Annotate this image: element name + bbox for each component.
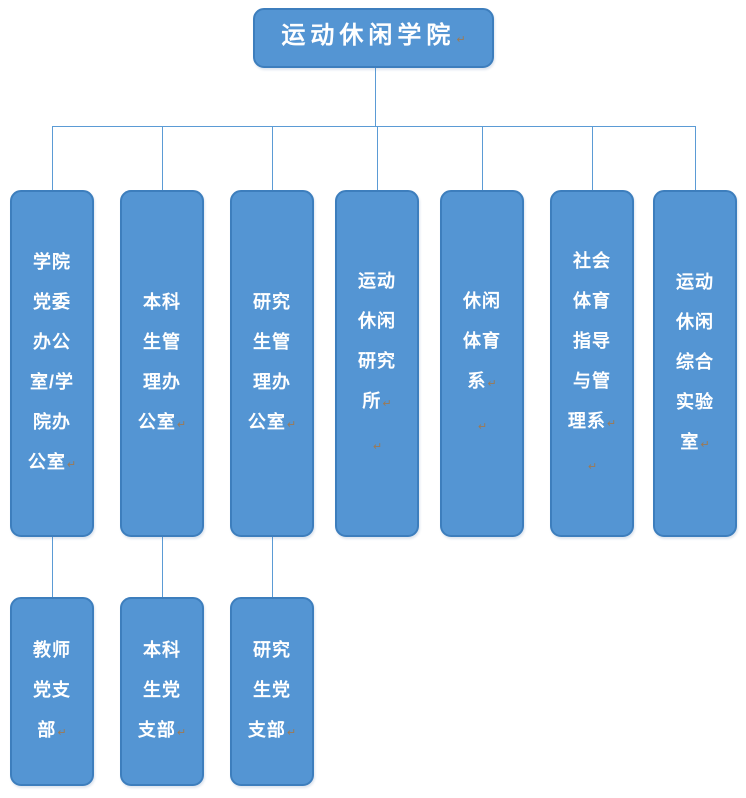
dept-box-2: 本科生管理办公室↵	[120, 190, 204, 537]
box-text-line: 公室↵	[247, 412, 297, 432]
paragraph-mark-icon: ↵	[286, 727, 297, 739]
drop-line-6	[592, 126, 593, 190]
box-text-line: 党支	[33, 680, 71, 700]
branch-line-3	[272, 537, 273, 597]
branch-box-1: 教师党支部↵	[10, 597, 94, 786]
paragraph-mark-icon: ↵	[57, 727, 67, 739]
box-text-line: 生党	[143, 680, 181, 700]
drop-line-3	[272, 126, 273, 190]
box-text-line: 公室↵	[137, 412, 187, 432]
branch-line-2	[162, 537, 163, 597]
paragraph-mark-icon: ↵	[286, 419, 297, 431]
box-text-line: 社会	[573, 250, 611, 271]
box-text-line: 生党	[253, 680, 291, 700]
branch-box-3: 研究生党支部↵	[230, 597, 314, 786]
box-text-line: ↵	[442, 404, 522, 447]
paragraph-mark-icon: ↵	[176, 727, 187, 739]
paragraph-mark-icon: ↵	[176, 419, 187, 431]
box-text-line: 院办	[33, 412, 71, 432]
box-text-line: 公室↵	[27, 452, 77, 472]
horizontal-rail-line	[52, 126, 695, 127]
paragraph-mark-icon: ↵	[456, 34, 466, 46]
dept-box-3: 研究生管理办公室↵	[230, 190, 314, 537]
box-text-line: 运动	[358, 270, 396, 291]
box-text-line: 综合	[676, 352, 714, 372]
box-text-line: 指导	[573, 330, 611, 351]
box-text-line: 体育	[463, 330, 501, 351]
box-text-line: 党委	[33, 292, 71, 312]
dept-box-1: 学院党委办公室/学院办公室↵	[10, 190, 94, 537]
box-text-line: 运动休闲学院↵	[281, 22, 466, 49]
box-text-line: 生管	[143, 332, 181, 352]
box-text-line: 部↵	[37, 720, 67, 740]
box-text-line: 生管	[253, 332, 291, 352]
dept-box-4: 运动休闲研究所↵↵	[335, 190, 419, 537]
box-text-line: 办公	[33, 332, 71, 352]
box-text-line: 所↵	[362, 390, 392, 411]
box-text-line: ↵	[337, 424, 417, 467]
root-box: 运动休闲学院↵	[253, 8, 494, 68]
paragraph-mark-icon: ↵	[700, 439, 710, 451]
drop-line-2	[162, 126, 163, 190]
box-text-line: 实验	[676, 392, 714, 412]
box-text-line: 理办	[253, 372, 291, 392]
paragraph-mark-icon: ↵	[372, 440, 383, 453]
box-text-line: 支部↵	[247, 720, 297, 740]
box-text-line: ↵	[552, 444, 632, 487]
branch-box-2: 本科生党支部↵	[120, 597, 204, 786]
dept-box-5: 休闲体育系↵↵	[440, 190, 524, 537]
box-text-line: 支部↵	[137, 720, 187, 740]
box-text-line: 研究	[253, 640, 291, 660]
drop-line-4	[377, 126, 378, 190]
box-text-line: 学院	[33, 252, 71, 272]
dept-box-7: 运动休闲综合实验室↵	[653, 190, 737, 537]
drop-line-1	[52, 126, 53, 190]
paragraph-mark-icon: ↵	[477, 420, 488, 433]
box-text-line: 与管	[573, 370, 611, 391]
box-text-line: 理系↵	[567, 410, 617, 431]
box-text-line: 系↵	[467, 370, 497, 391]
box-text-line: 研究	[358, 350, 396, 371]
drop-line-7	[695, 126, 696, 190]
paragraph-mark-icon: ↵	[66, 459, 77, 471]
paragraph-mark-icon: ↵	[382, 397, 392, 410]
box-text-line: 本科	[143, 640, 181, 660]
box-text-line: 休闲	[463, 290, 501, 311]
box-text-line: 运动	[676, 272, 714, 292]
dept-box-6: 社会体育指导与管理系↵↵	[550, 190, 634, 537]
drop-line-5	[482, 126, 483, 190]
box-text-line: 室/学	[29, 372, 74, 392]
box-text-line: 理办	[143, 372, 181, 392]
box-text-line: 教师	[33, 640, 71, 660]
paragraph-mark-icon: ↵	[606, 417, 617, 430]
paragraph-mark-icon: ↵	[487, 377, 497, 390]
box-text-line: 体育	[573, 290, 611, 311]
box-text-line: 休闲	[676, 312, 714, 332]
box-text-line: 本科	[143, 292, 181, 312]
box-text-line: 研究	[253, 292, 291, 312]
box-text-line: 室↵	[680, 432, 710, 452]
paragraph-mark-icon: ↵	[587, 460, 598, 473]
root-stub-line	[375, 68, 376, 126]
box-text-line: 休闲	[358, 310, 396, 331]
branch-line-1	[52, 537, 53, 597]
